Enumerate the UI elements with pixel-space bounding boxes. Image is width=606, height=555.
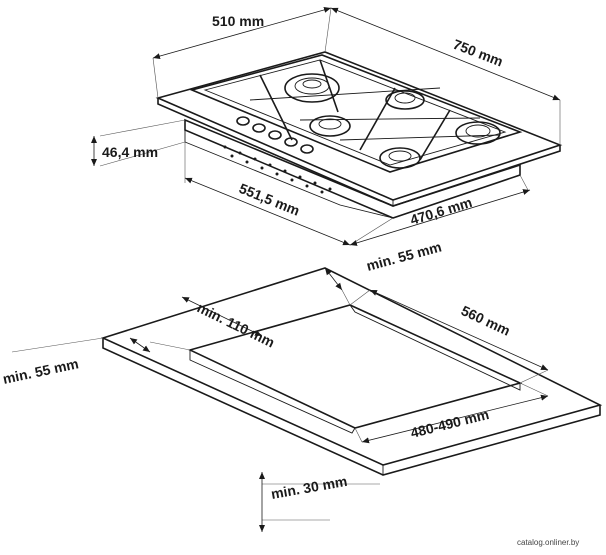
dim-line-551	[184, 177, 351, 246]
label-min-55-back: min. 55 mm	[365, 239, 444, 274]
label-46-4mm: 46,4 mm	[102, 144, 158, 160]
dim-line-side-clearance	[181, 296, 263, 337]
dim-line-back-clearance	[324, 267, 343, 291]
hob-glass-top	[155, 51, 563, 201]
burner-right	[455, 121, 501, 145]
label-750mm: 750 mm	[451, 36, 505, 70]
label-min-30: min. 30 mm	[270, 473, 349, 502]
label-470-6mm: 470,6 mm	[408, 194, 474, 228]
label-510mm: 510 mm	[212, 13, 264, 29]
dim-line-510	[152, 7, 332, 59]
label-480-490mm: 480-490 mm	[409, 406, 491, 441]
hob-drawing	[155, 51, 563, 219]
hob-control-knobs	[236, 116, 314, 154]
watermark-text: catalog.onliner.by	[517, 538, 579, 547]
dim-line-560	[369, 289, 549, 371]
label-min-55-front: min. 55 mm	[1, 355, 80, 387]
dim-line-480-490	[361, 394, 549, 444]
label-min-110: min. 110 mm	[195, 299, 278, 350]
burner-medium-back	[385, 90, 425, 110]
dim-line-470	[349, 189, 531, 246]
dim-line-front-clearance	[129, 337, 151, 353]
burner-medium-front	[309, 115, 351, 137]
dim-line-750	[330, 7, 561, 101]
worktop-drawing	[100, 267, 603, 476]
burner-front	[379, 147, 421, 169]
